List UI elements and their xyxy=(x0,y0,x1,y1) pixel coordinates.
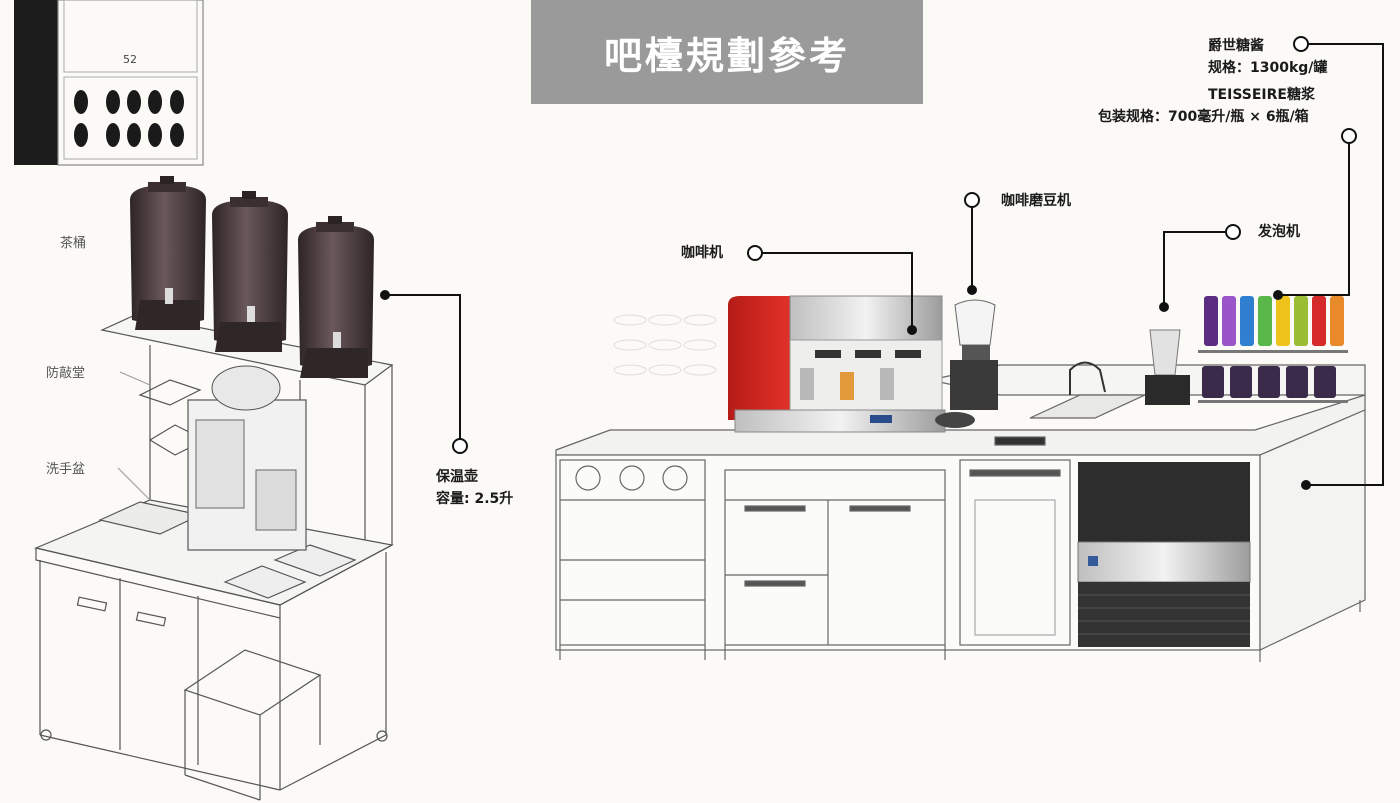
tea-urn-1 xyxy=(130,176,206,330)
anti-fall-label: 防敲堂 xyxy=(46,366,86,381)
grinder-marker xyxy=(964,192,980,208)
flask-capacity-label: 容量: 2.5升 xyxy=(436,491,514,507)
syrup-rack xyxy=(1198,296,1348,403)
sauce-marker xyxy=(1293,36,1309,52)
tea-bucket-label: 茶桶 xyxy=(60,236,87,251)
ice-maker xyxy=(1077,462,1251,647)
panel-number: 52 xyxy=(123,53,137,66)
sauce-name-label: 爵世糖酱 xyxy=(1208,38,1264,54)
coffee-machine-callout xyxy=(762,252,913,330)
frother-callout xyxy=(1163,231,1226,307)
grinder-label: 咖啡磨豆机 xyxy=(1001,193,1071,209)
cup-stacks xyxy=(613,314,717,376)
page-title: 吧檯規劃參考 xyxy=(531,0,923,104)
tea-urn-3 xyxy=(298,216,374,378)
syrup-bottles xyxy=(1204,296,1344,346)
tea-urn-2 xyxy=(212,191,288,352)
floor-plan-seats xyxy=(74,90,184,147)
sauce-jars xyxy=(1202,366,1336,398)
handwash-label: 洗手盆 xyxy=(46,462,86,477)
syrup-callout xyxy=(1278,143,1350,296)
coffee-machine-label: 咖啡机 xyxy=(681,245,723,261)
syrup-spec-label: 包装规格：700毫升/瓶 × 6瓶/箱 xyxy=(1098,109,1309,125)
floor-plan-panel xyxy=(14,0,204,166)
flask-callout xyxy=(380,290,468,454)
sauce-spec-label: 规格：1300kg/罐 xyxy=(1208,60,1328,76)
espresso-machine xyxy=(728,295,946,433)
coffee-machine-marker xyxy=(747,245,763,261)
frother-label: 发泡机 xyxy=(1258,224,1300,240)
frother-machine xyxy=(1145,329,1190,405)
syrup-name-label: TEISSEIRE糖浆 xyxy=(1208,87,1315,103)
coffee-grinder xyxy=(935,299,998,428)
frother-marker xyxy=(1225,224,1241,240)
syrup-marker xyxy=(1341,128,1357,144)
water-dispenser xyxy=(187,365,307,551)
flask-name-label: 保温壶 xyxy=(436,469,478,485)
sauce-callout xyxy=(1308,43,1384,486)
